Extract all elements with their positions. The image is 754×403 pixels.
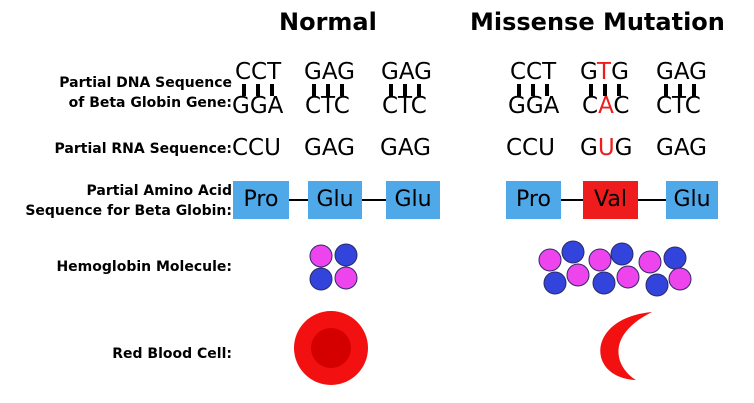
mutation-rna-codon-3: GAG: [656, 135, 707, 161]
sickle-hemoglobin-subunit-blue: [561, 240, 585, 264]
dna-label-line1: Partial DNA Sequence: [59, 75, 232, 91]
normal-base-pair-ticks-1: [235, 84, 281, 96]
mutation-peptide-bond-1: [561, 199, 583, 201]
amino-row-label: Partial Amino Acid Sequence for Beta Glo…: [25, 181, 232, 221]
sickle-hemoglobin-subunit-pink: [588, 248, 612, 272]
normal-base-pair-ticks-3: [382, 84, 428, 96]
dna-row-label: Partial DNA Sequence of Beta Globin Gene…: [59, 73, 232, 113]
sickle-hemoglobin-subunit-pink: [616, 265, 640, 289]
mutation-dna-bottom-base-c2: C: [613, 93, 630, 119]
mutation-base-pair-ticks-3: [657, 84, 703, 96]
mutation-rna-base-g2: G: [614, 135, 633, 161]
normal-hemoglobin-subunit-pink: [334, 266, 358, 290]
normal-header: Normal: [279, 8, 377, 36]
normal-base-pair-ticks-2: [305, 84, 351, 96]
normal-amino-glu-2: Glu: [386, 181, 440, 219]
mutation-dna-top-codon-3: GAG: [656, 59, 707, 85]
mutation-dna-bottom-mutated-base: A: [598, 93, 614, 119]
normal-peptide-bond-2: [362, 199, 386, 201]
sickle-hemoglobin-subunit-blue: [592, 271, 616, 295]
normal-dna-top-codon-1: CCT: [235, 59, 282, 85]
sickle-hemoglobin-subunit-blue: [610, 242, 634, 266]
sickle-hemoglobin-subunit-blue: [543, 271, 567, 295]
normal-hemoglobin-subunit-blue: [334, 243, 358, 267]
mutation-peptide-bond-2: [638, 199, 666, 201]
mutation-dna-top-codon-1: CCT: [510, 59, 557, 85]
normal-hemoglobin-molecule: [309, 243, 358, 291]
amino-label-line1: Partial Amino Acid: [86, 183, 232, 199]
cell-row-label: Red Blood Cell:: [112, 346, 232, 362]
normal-dna-bottom-codon-3: CTC: [382, 93, 427, 119]
mutation-base-pair-ticks-2: [582, 84, 628, 96]
normal-rna-codon-3: GAG: [380, 135, 431, 161]
sickle-hemoglobin-subunit-pink: [538, 248, 562, 272]
mutation-dna-top-base-g1: G: [580, 59, 598, 85]
normal-red-blood-cell: [294, 311, 368, 385]
hemoglobin-row-label: Hemoglobin Molecule:: [56, 259, 232, 275]
mutation-dna-top-codon-2: GTG: [580, 60, 629, 84]
mutation-dna-top-mutated-base: T: [597, 59, 612, 85]
mutation-amino-pro: Pro: [506, 181, 561, 219]
mutation-rna-base-g1: G: [580, 135, 598, 161]
amino-label-line2: Sequence for Beta Globin:: [25, 203, 232, 219]
mutation-rna-codon-2: GUG: [580, 136, 633, 160]
sickle-hemoglobin-subunit-pink: [566, 263, 590, 287]
normal-dna-bottom-codon-2: CTC: [305, 93, 350, 119]
mutation-rna-codon-1: CCU: [506, 135, 555, 161]
normal-hemoglobin-subunit-pink: [309, 244, 333, 268]
normal-amino-glu-1: Glu: [308, 181, 362, 219]
normal-hemoglobin-subunit-blue: [309, 267, 333, 291]
sickle-hemoglobin-subunit-pink: [638, 250, 662, 274]
mutation-amino-val: Val: [583, 181, 638, 219]
normal-rna-codon-2: GAG: [304, 135, 355, 161]
normal-rna-codon-1: CCU: [232, 135, 281, 161]
mutation-amino-glu: Glu: [666, 181, 718, 219]
rna-row-label: Partial RNA Sequence:: [54, 141, 232, 157]
mutation-dna-top-base-g2: G: [611, 59, 629, 85]
dna-label-line2: of Beta Globin Gene:: [68, 95, 232, 111]
mutation-header: Missense Mutation: [470, 8, 725, 36]
mutation-base-pair-ticks-1: [510, 84, 556, 96]
normal-dna-top-codon-3: GAG: [381, 59, 432, 85]
mutation-rna-mutated-base: U: [597, 135, 615, 161]
sickle-hemoglobin-polymer: [538, 240, 692, 297]
sickle-red-blood-cell: [600, 312, 652, 380]
normal-peptide-bond-1: [289, 199, 308, 201]
normal-amino-pro: Pro: [233, 181, 289, 219]
mutation-dna-bottom-base-c1: C: [582, 93, 599, 119]
mutation-dna-bottom-codon-3: CTC: [656, 93, 701, 119]
sickle-hemoglobin-subunit-blue: [645, 273, 669, 297]
mutation-dna-bottom-codon-1: GGA: [508, 93, 560, 119]
normal-dna-bottom-codon-1: GGA: [232, 93, 284, 119]
normal-dna-top-codon-2: GAG: [304, 59, 355, 85]
sickle-hemoglobin-subunit-blue: [663, 246, 687, 270]
sickle-hemoglobin-subunit-pink: [668, 267, 692, 291]
mutation-dna-bottom-codon-2: CAC: [582, 94, 629, 118]
